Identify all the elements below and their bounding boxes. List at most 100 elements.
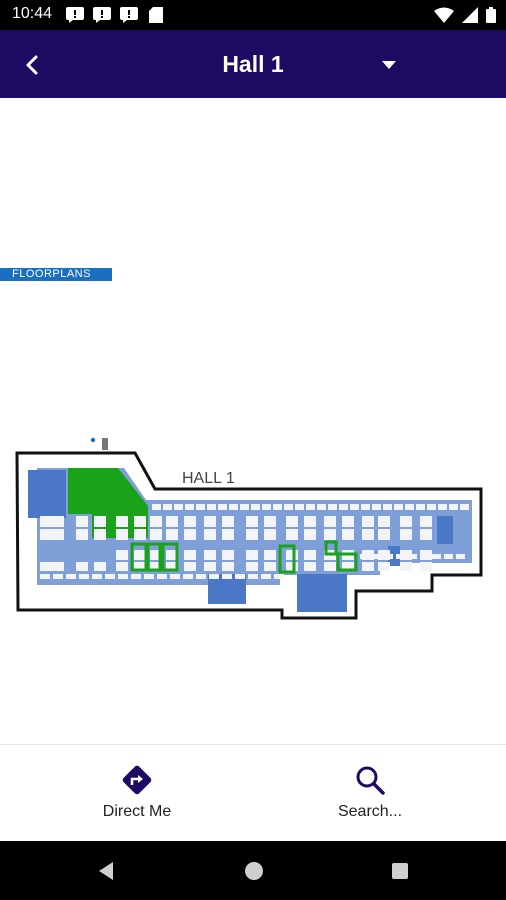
booth[interactable] [362, 562, 374, 571]
booth[interactable] [144, 574, 154, 579]
booth[interactable] [362, 529, 374, 540]
hall-dropdown-button[interactable] [374, 52, 404, 78]
nav-home-button[interactable] [241, 858, 267, 884]
booth[interactable] [286, 550, 298, 560]
booth[interactable] [350, 504, 359, 510]
booth[interactable] [317, 504, 326, 510]
booth[interactable] [174, 504, 183, 510]
booth[interactable] [449, 504, 458, 510]
booth[interactable] [76, 516, 88, 527]
booth[interactable] [53, 574, 63, 579]
booth[interactable] [92, 574, 102, 579]
booth[interactable] [150, 529, 162, 540]
highlight-booth[interactable] [324, 540, 338, 556]
search-button[interactable]: Search... [270, 745, 470, 842]
booth[interactable] [286, 562, 298, 571]
booth[interactable] [261, 574, 271, 579]
booth[interactable] [222, 529, 234, 540]
booth[interactable] [183, 574, 193, 579]
booth[interactable] [304, 550, 316, 560]
booth[interactable] [400, 550, 412, 560]
booth[interactable] [185, 504, 194, 510]
booth[interactable] [166, 516, 178, 527]
booth[interactable] [40, 574, 50, 579]
booth[interactable] [361, 504, 370, 510]
booth[interactable] [94, 529, 106, 540]
booth[interactable] [204, 529, 216, 540]
booth[interactable] [166, 529, 178, 540]
booth[interactable] [152, 504, 161, 510]
booth[interactable] [396, 554, 405, 559]
booth[interactable] [204, 562, 216, 571]
booth[interactable] [362, 516, 374, 527]
room-block[interactable] [28, 470, 66, 518]
booth[interactable] [150, 516, 162, 527]
booth[interactable] [196, 504, 205, 510]
booth[interactable] [184, 562, 196, 571]
booth[interactable] [248, 574, 258, 579]
booth[interactable] [324, 562, 336, 571]
booth[interactable] [134, 550, 146, 560]
booth[interactable] [52, 562, 64, 571]
booth[interactable] [394, 504, 403, 510]
booth[interactable] [209, 574, 219, 579]
booth[interactable] [184, 550, 196, 560]
booth[interactable] [378, 529, 390, 540]
booth[interactable] [240, 504, 249, 510]
booth[interactable] [400, 529, 412, 540]
booth[interactable] [116, 562, 128, 571]
booth[interactable] [444, 554, 453, 559]
back-button[interactable] [16, 48, 50, 82]
booth[interactable] [324, 516, 336, 527]
booth[interactable] [400, 562, 412, 571]
booth[interactable] [66, 574, 76, 579]
booth[interactable] [235, 574, 245, 579]
booth[interactable] [264, 516, 276, 527]
booth[interactable] [427, 504, 436, 510]
room-block[interactable] [388, 546, 400, 566]
booth[interactable] [204, 550, 216, 560]
booth[interactable] [246, 529, 258, 540]
booth[interactable] [79, 574, 89, 579]
booth[interactable] [420, 562, 432, 571]
booth[interactable] [264, 562, 276, 571]
highlight-booth[interactable] [278, 544, 296, 574]
booth[interactable] [150, 562, 162, 571]
booth[interactable] [251, 504, 260, 510]
highlight-booth[interactable] [146, 542, 162, 572]
booth[interactable] [184, 516, 196, 527]
booth[interactable] [360, 554, 369, 559]
booth[interactable] [222, 574, 232, 579]
booth[interactable] [420, 529, 432, 540]
booth[interactable] [222, 516, 234, 527]
nav-recents-button[interactable] [387, 858, 413, 884]
booth[interactable] [116, 529, 128, 540]
booth[interactable] [222, 562, 234, 571]
booth[interactable] [460, 504, 469, 510]
booth[interactable] [304, 529, 316, 540]
booth[interactable] [94, 562, 106, 571]
booth[interactable] [378, 562, 390, 571]
booth[interactable] [134, 516, 146, 527]
booth[interactable] [304, 516, 316, 527]
booth[interactable] [246, 516, 258, 527]
booth[interactable] [218, 504, 227, 510]
booth[interactable] [400, 516, 412, 527]
booth[interactable] [408, 554, 417, 559]
booth[interactable] [432, 554, 441, 559]
booth[interactable] [131, 574, 141, 579]
booth[interactable] [163, 504, 172, 510]
highlight-booth[interactable] [130, 542, 148, 572]
booth[interactable] [118, 574, 128, 579]
floorplan-map[interactable]: FLOORPLANS HALL 1 [0, 98, 506, 744]
booth[interactable] [273, 504, 282, 510]
booth[interactable] [264, 550, 276, 560]
booth[interactable] [105, 574, 115, 579]
booth[interactable] [262, 504, 271, 510]
booth[interactable] [264, 529, 276, 540]
highlight-booth[interactable] [336, 552, 358, 572]
direct-me-button[interactable]: Direct Me [37, 745, 237, 842]
booth[interactable] [372, 504, 381, 510]
booth[interactable] [166, 562, 178, 571]
booth[interactable] [52, 529, 64, 540]
